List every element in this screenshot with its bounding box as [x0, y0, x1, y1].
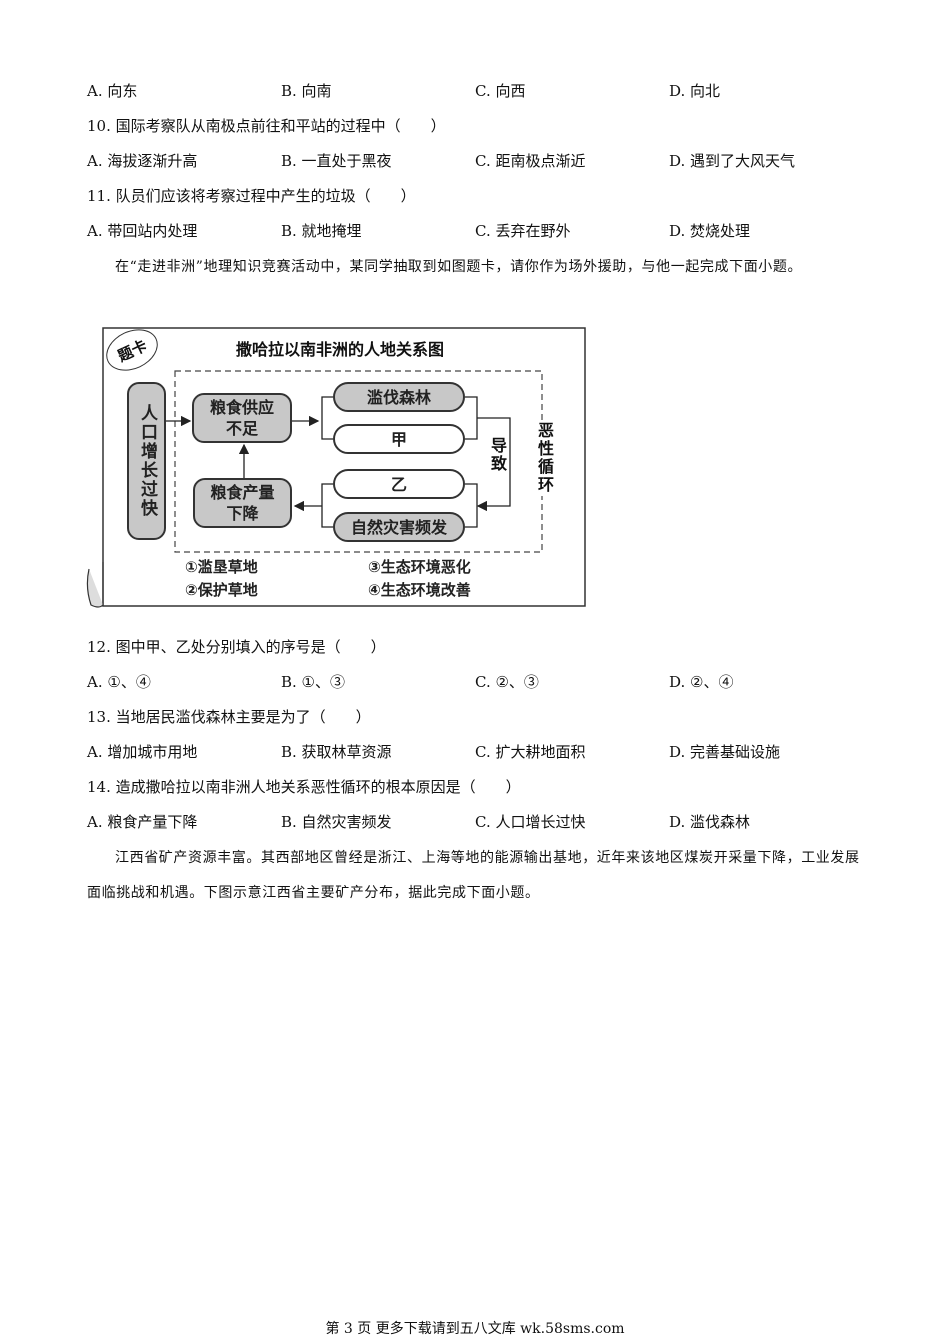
q10-option-b: B. 一直处于黑夜 — [281, 152, 392, 170]
box-jia: 甲 — [333, 424, 465, 454]
q13-option-a: A. 增加城市用地 — [87, 743, 198, 761]
q14-option-a: A. 粮食产量下降 — [87, 813, 198, 831]
diagram-title: 撒哈拉以南非洲的人地关系图 — [235, 340, 444, 359]
q12-option-c: C. ②、③ — [475, 673, 539, 691]
q13-option-c: C. 扩大耕地面积 — [475, 743, 586, 761]
box-natural-disasters: 自然灾害频发 — [333, 512, 465, 542]
q10-option-c: C. 距南极点渐近 — [475, 152, 586, 170]
diagram-lines — [86, 327, 586, 608]
legend-item-3: ③生态环境恶化 — [368, 558, 471, 576]
q14-option-c: C. 人口增长过快 — [475, 813, 586, 831]
q9-option-c: C. 向西 — [475, 82, 526, 100]
q13-stem: 13. 当地居民滥伐森林主要是为了（ ） — [87, 708, 371, 726]
box-yi: 乙 — [333, 469, 465, 499]
q10-option-a: A. 海拔逐渐升高 — [87, 152, 198, 170]
q9-option-b: B. 向南 — [281, 82, 332, 100]
card-badge-label: 题卡 — [114, 335, 150, 365]
label-vicious-cycle: 恶性循环 — [532, 420, 556, 496]
legend-item-4: ④生态环境改善 — [368, 581, 471, 599]
q9-option-a: A. 向东 — [87, 82, 138, 100]
q11-option-c: C. 丢弃在野外 — [475, 222, 571, 240]
box-food-shortage: 粮食供应不足 — [192, 393, 292, 443]
q12-option-a: A. ①、④ — [87, 673, 151, 691]
q9-option-d: D. 向北 — [669, 82, 721, 100]
scroll-curl-icon — [86, 562, 104, 608]
q12-stem: 12. 图中甲、乙处分别填入的序号是（ ） — [87, 638, 386, 656]
box-deforestation: 滥伐森林 — [333, 382, 465, 412]
card-frame — [102, 327, 586, 607]
intro-paragraph-africa: 在“走进非洲”地理知识竞赛活动中，某同学抽取到如图题卡，请你作为场外援助，与他一… — [115, 259, 803, 275]
q14-stem: 14. 造成撒哈拉以南非洲人地关系恶性循环的根本原因是（ ） — [87, 778, 521, 796]
q11-option-b: B. 就地掩埋 — [281, 222, 362, 240]
box-population-growth: 人口增长过快 — [127, 382, 166, 540]
box-food-decline: 粮食产量下降 — [193, 478, 292, 528]
q11-option-d: D. 焚烧处理 — [669, 222, 751, 240]
legend-item-2: ②保护草地 — [185, 581, 258, 599]
q13-option-d: D. 完善基础设施 — [669, 743, 781, 761]
label-lead-to: 导致 — [485, 437, 509, 473]
intro-paragraph-jiangxi: 江西省矿产资源丰富。其西部地区曾经是浙江、上海等地的能源输出基地，近年来该地区煤… — [87, 850, 860, 901]
q12-option-b: B. ①、③ — [281, 673, 346, 691]
page-footer: 第 3 页 更多下载请到五八文库 wk.58sms.com — [325, 1321, 625, 1337]
diagram-figure: 题卡 撒哈拉以南非洲的人地关系图 人口增长过快 粮食供应不足 粮食产量下降 滥伐… — [85, 321, 590, 610]
q13-option-b: B. 获取林草资源 — [281, 743, 392, 761]
dashed-boundary — [174, 370, 543, 553]
q14-option-d: D. 滥伐森林 — [669, 813, 751, 831]
q10-stem: 10. 国际考察队从南极点前往和平站的过程中（ ） — [87, 117, 446, 135]
q11-option-a: A. 带回站内处理 — [87, 222, 198, 240]
q10-option-d: D. 遇到了大风天气 — [669, 152, 796, 170]
q11-stem: 11. 队员们应该将考察过程中产生的垃圾（ ） — [87, 187, 416, 205]
q12-option-d: D. ②、④ — [669, 673, 734, 691]
legend-item-1: ①滥垦草地 — [185, 558, 258, 576]
q14-option-b: B. 自然灾害频发 — [281, 813, 392, 831]
